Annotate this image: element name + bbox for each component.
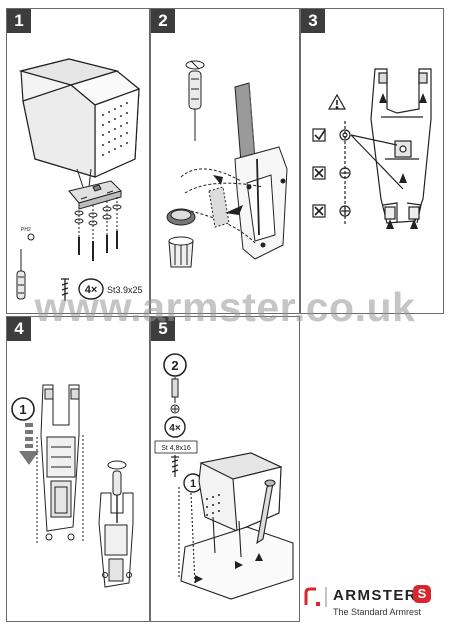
step-number: 2 [151,9,175,33]
step-3-illustration [312,68,432,229]
armster-logo-icon [304,587,327,607]
panel-step-3: 3 [300,8,444,314]
screw-spec: St3.9x25 [107,285,143,295]
callout-number: 2 [171,358,178,373]
brand-badge: S [413,585,431,603]
callout-number: 1 [19,402,26,417]
cross-box-icon [312,204,326,218]
step-number: 5 [151,317,175,341]
callout-number: 1 [190,478,196,490]
watermark-text: www.armster.co.uk [34,284,416,330]
panel-step-2: 2 [150,8,300,314]
panel-step-1: 1 [6,8,150,314]
screw-count: 4× [85,284,98,296]
step-2-illustration [166,60,288,268]
screw-count: 4× [169,423,181,434]
step-number: 3 [301,9,325,33]
svg-text:PH2: PH2 [21,227,31,233]
cross-box-icon [312,166,326,180]
brand-tagline: The Standard Armrest [333,607,422,617]
brand-logo: ARMSTER S The Standard Armrest [300,583,440,623]
step-number: 4 [7,317,31,341]
step-5-illustration: 2 4× St 4,8x16 1 [154,353,294,600]
screw-spec: St 4,8x16 [161,445,191,452]
check-box-icon [312,128,326,142]
step-1-illustration: PH2 4× St3.9x25 [16,58,143,301]
panel-step-5: 5 2 4× St 4,8x16 1 [150,316,300,622]
step-number: 1 [7,9,31,33]
panel-step-4: 4 1 [6,316,150,622]
brand-name: ARMSTER [333,587,417,604]
blank-panel [300,316,444,578]
step-4-illustration: 1 [11,384,134,588]
warning-icon [327,93,347,110]
